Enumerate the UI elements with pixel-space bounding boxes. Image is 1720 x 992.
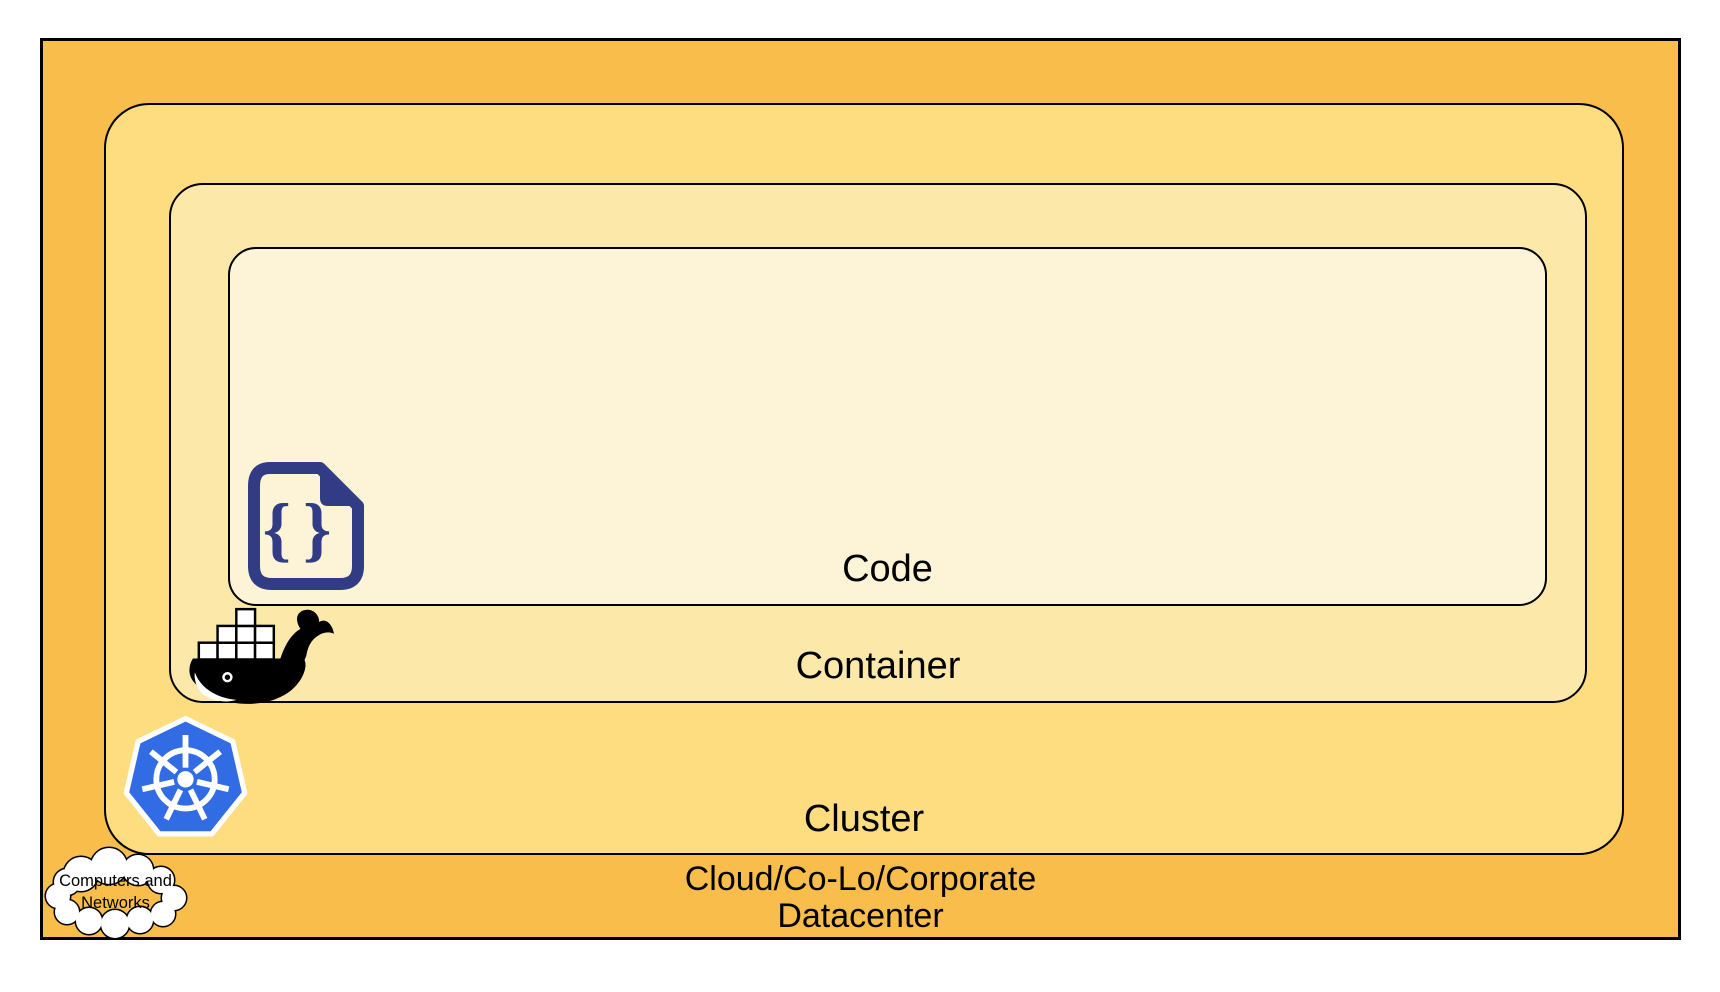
cloud-label-line2: Networks <box>81 893 150 912</box>
kubernetes-wheel-hub <box>177 771 194 788</box>
layer-datacenter-box: {} Code <box>40 38 1681 940</box>
code-label: Code <box>842 548 933 591</box>
datacenter-label-line2: Datacenter <box>777 897 944 935</box>
container-label: Container <box>795 645 961 688</box>
cloud-label-line1: Computers and <box>59 872 172 891</box>
docker-whale-body <box>189 658 306 704</box>
code-file-icon: {} <box>248 462 364 590</box>
cloud-shape <box>44 846 188 940</box>
code-braces-glyph: {} <box>263 489 344 569</box>
code-file-fold <box>320 466 360 506</box>
datacenter-label-line1: Cloud/Co-Lo/Corporate <box>684 860 1037 898</box>
kubernetes-helm-wheel <box>141 735 230 821</box>
code-file-outline <box>248 462 364 590</box>
docker-whale-tail <box>279 609 335 661</box>
cloud-icon: Computers and Networks <box>43 846 188 940</box>
docker-containers <box>197 607 276 661</box>
kubernetes-icon <box>123 716 248 837</box>
layer-code-box: {} Code <box>228 247 1547 606</box>
docker-whale-belly <box>194 672 237 702</box>
cloud-label: Computers and Networks <box>43 846 188 939</box>
layer-container-box: {} Code <box>169 183 1587 704</box>
cluster-label: Cluster <box>803 798 925 841</box>
datacenter-label: Cloud/Co-Lo/Corporate Datacenter <box>43 861 1678 935</box>
layer-cluster-box: {} Code <box>104 103 1624 855</box>
docker-whale-eye <box>222 672 233 683</box>
docker-whale-icon <box>189 607 335 704</box>
